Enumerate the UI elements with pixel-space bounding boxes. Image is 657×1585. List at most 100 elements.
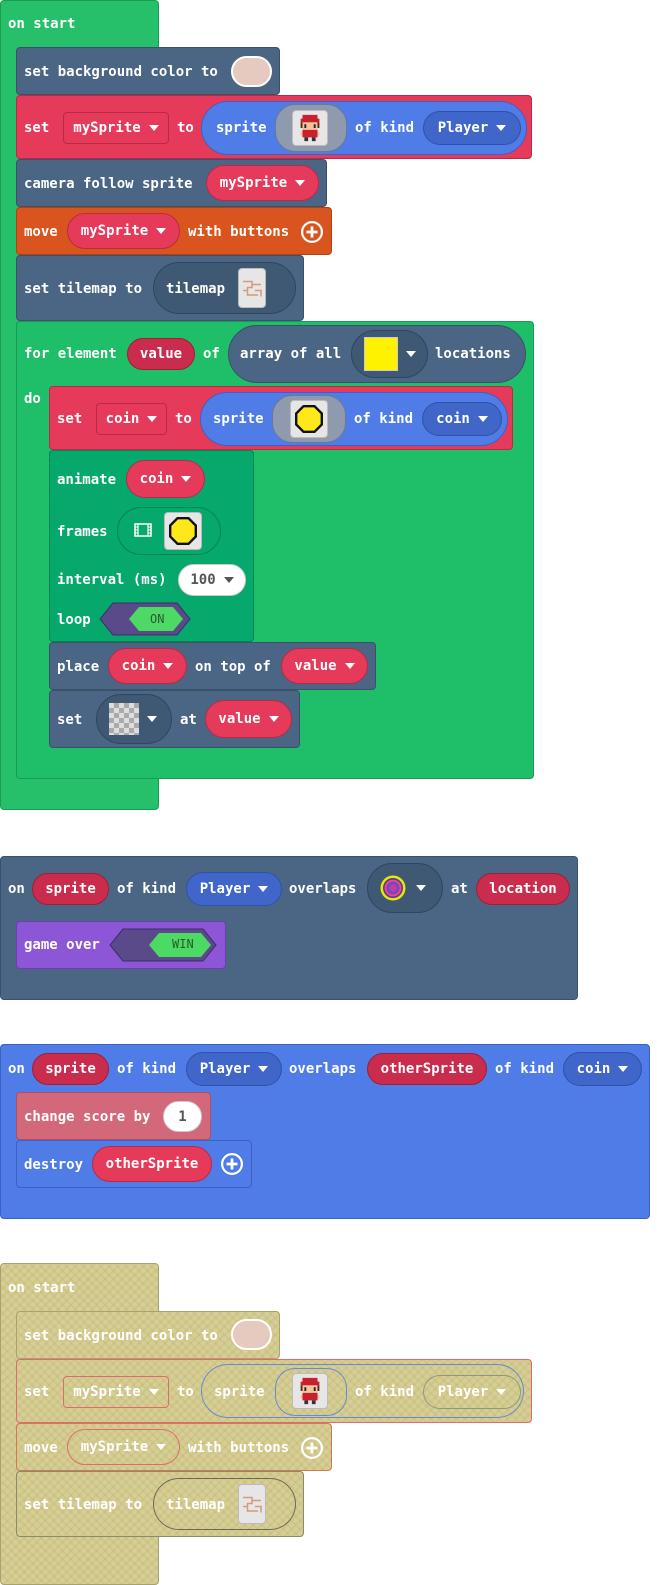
for-element-label: for element — [24, 346, 117, 362]
loop-state-label: ON — [150, 612, 165, 626]
at-label: at — [451, 881, 468, 897]
kind-dropdown[interactable]: Player — [423, 1375, 521, 1409]
coin-variable-dropdown[interactable]: coin — [96, 403, 167, 435]
kind-dropdown-2[interactable]: coin — [563, 1052, 642, 1086]
yellow-tile-swatch — [364, 337, 398, 371]
win-state-label: WIN — [172, 937, 194, 951]
chevron-down-icon — [223, 577, 234, 583]
of-kind-label: of kind — [355, 1384, 415, 1400]
of-kind-label: of kind — [117, 1061, 177, 1077]
chevron-down-icon — [416, 885, 426, 891]
other-sprite-param[interactable]: otherSprite — [367, 1053, 487, 1085]
variable-name: mySprite — [73, 120, 141, 136]
move-target-name: mySprite — [80, 1439, 149, 1455]
array-of-all-label: array of all — [240, 346, 342, 362]
plus-icon[interactable] — [221, 1153, 243, 1175]
value-variable[interactable]: value — [127, 338, 195, 370]
tile-picker[interactable] — [367, 863, 443, 913]
chevron-down-icon — [148, 1389, 159, 1395]
to-label: to — [177, 1384, 194, 1400]
move-target-dropdown[interactable]: mySprite — [67, 213, 180, 249]
sprite-label: sprite — [213, 411, 264, 427]
plus-icon[interactable] — [301, 221, 323, 243]
place-target-dropdown[interactable]: coin — [108, 648, 187, 684]
animate-target-dropdown[interactable]: coin — [126, 460, 205, 498]
location-param-name: location — [489, 881, 557, 897]
tilemap-reporter[interactable] — [153, 262, 296, 314]
set-label: set — [57, 712, 83, 728]
variable-dropdown[interactable]: mySprite — [63, 1376, 169, 1408]
game-over-label: game over — [24, 937, 100, 953]
on-top-of-label: on top of — [195, 659, 271, 675]
set-sprite-block-disabled[interactable] — [16, 1359, 532, 1423]
place-target-name: coin — [121, 658, 156, 674]
kind-dropdown[interactable]: Player — [423, 111, 521, 145]
score-value: 1 — [178, 1108, 187, 1125]
tilemap-image-icon[interactable] — [238, 268, 266, 308]
chevron-down-icon — [477, 416, 488, 422]
camera-follow-label: camera follow sprite — [24, 176, 193, 192]
locations-label: locations — [435, 346, 511, 362]
kind-dropdown[interactable]: Player — [186, 872, 282, 906]
tile-type-picker[interactable] — [96, 694, 172, 744]
of-kind-label-2: of kind — [495, 1061, 555, 1077]
value-name: value — [139, 346, 183, 362]
chevron-down-icon — [163, 663, 174, 669]
overlaps-label: overlaps — [289, 881, 357, 897]
color-swatch[interactable] — [231, 56, 272, 87]
chevron-down-icon — [148, 125, 159, 131]
kind-dropdown[interactable]: Player — [186, 1052, 282, 1086]
coin-image-icon — [290, 400, 328, 438]
chevron-down-icon — [344, 663, 355, 669]
set-tile-location-dropdown[interactable]: value — [205, 700, 292, 738]
sprite-create-block[interactable] — [201, 1364, 524, 1418]
for-element-inner-gap — [17, 386, 48, 747]
chevron-down-icon — [147, 716, 157, 722]
of-label: of — [203, 346, 220, 362]
camera-target-dropdown[interactable]: mySprite — [206, 165, 319, 201]
tilemap-label: tilemap — [166, 281, 226, 297]
tilemap-reporter[interactable] — [153, 1478, 296, 1530]
set-label: set — [24, 1384, 50, 1400]
tilemap-label: tilemap — [166, 1497, 226, 1513]
hero-image-icon — [292, 1373, 328, 1409]
win-toggle[interactable] — [109, 928, 217, 962]
coin-kind-dropdown[interactable]: coin — [422, 402, 502, 436]
kind-name: Player — [437, 1384, 489, 1400]
loop-label: loop — [57, 612, 91, 628]
location-param[interactable]: location — [476, 873, 570, 905]
sprite-param[interactable]: sprite — [32, 873, 109, 905]
sprite-param[interactable]: sprite — [32, 1053, 109, 1085]
tilemap-image-icon[interactable] — [238, 1484, 266, 1524]
image-picker[interactable] — [275, 1368, 347, 1416]
sprite-label: sprite — [216, 120, 267, 136]
interval-dropdown[interactable]: 100 — [178, 564, 246, 596]
color-swatch[interactable] — [231, 1319, 272, 1350]
chevron-down-icon — [618, 1066, 629, 1072]
chevron-down-icon — [258, 886, 269, 892]
transparent-tile-swatch — [109, 703, 139, 735]
chevron-down-icon — [268, 716, 279, 722]
set-label: set — [57, 411, 83, 427]
place-location-dropdown[interactable]: value — [281, 648, 368, 684]
set-background-label: set background color to — [24, 1328, 218, 1344]
chevron-down-icon — [496, 1389, 507, 1395]
set-label: set — [24, 120, 50, 136]
destroy-target-param[interactable]: otherSprite — [92, 1146, 212, 1182]
on-start-label: on start — [8, 16, 76, 32]
of-kind-label: of kind — [117, 881, 177, 897]
loop-toggle[interactable] — [99, 602, 191, 636]
ring-tile-icon — [378, 873, 408, 903]
camera-target-name: mySprite — [219, 175, 288, 191]
plus-icon[interactable] — [301, 1437, 323, 1459]
animate-target-name: coin — [139, 471, 174, 487]
variable-dropdown[interactable]: mySprite — [63, 112, 169, 144]
change-score-block[interactable] — [16, 1092, 211, 1140]
place-location-name: value — [294, 658, 337, 674]
move-target-dropdown[interactable]: mySprite — [67, 1429, 180, 1465]
tile-picker[interactable] — [351, 330, 428, 378]
coin-frame-icon — [164, 512, 202, 550]
interval-label: interval (ms) — [57, 572, 167, 588]
on-start-label: on start — [8, 1280, 76, 1296]
score-input[interactable]: 1 — [163, 1101, 202, 1132]
